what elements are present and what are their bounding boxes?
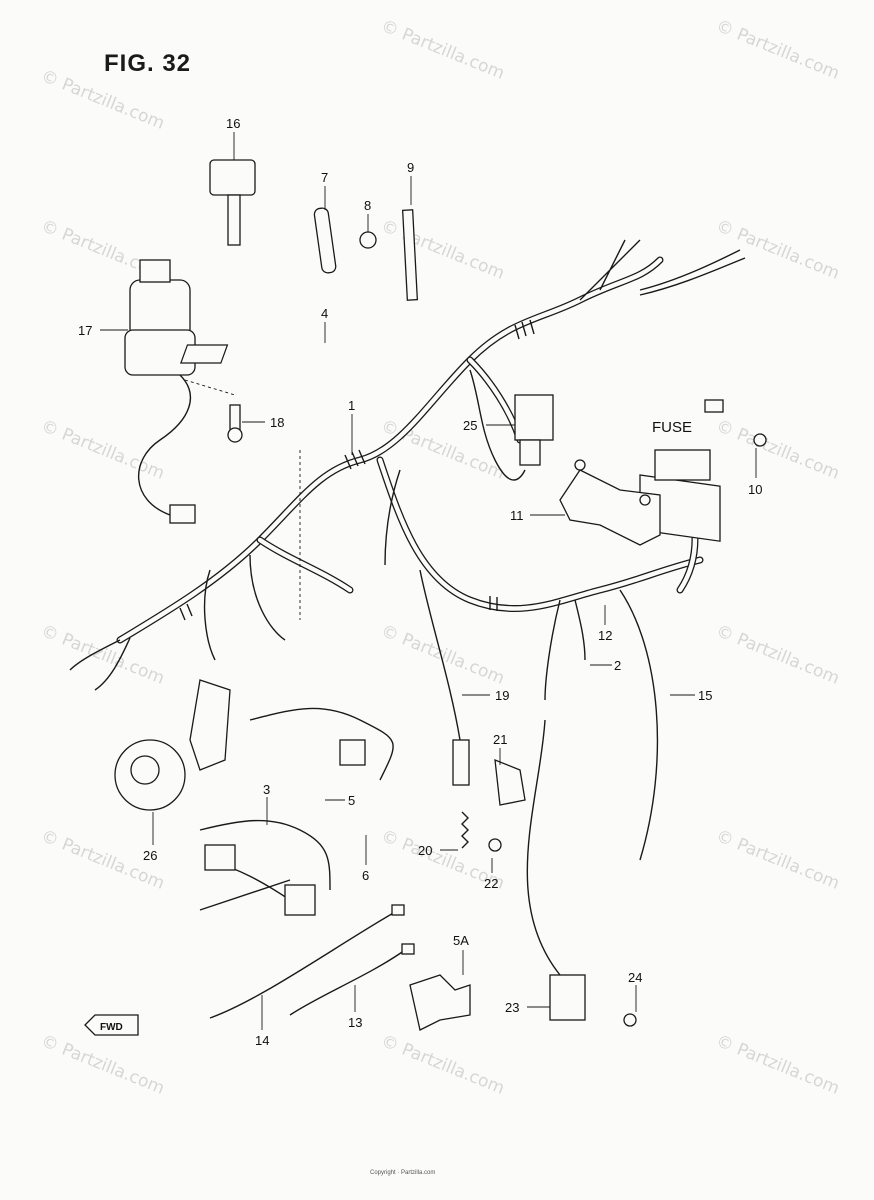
watermark: © Partzilla.com — [713, 16, 842, 84]
watermark: © Partzilla.com — [38, 66, 167, 134]
callout-label: 5A — [453, 933, 469, 948]
watermark: © Partzilla.com — [378, 1031, 507, 1099]
horn — [114, 679, 231, 811]
callout-label: 13 — [348, 1015, 362, 1030]
watermark: © Partzilla.com — [38, 621, 167, 689]
watermark: © Partzilla.com — [38, 1031, 167, 1099]
callout-label: 25 — [463, 418, 477, 433]
ignition-key — [209, 159, 256, 246]
brake-switch — [419, 569, 526, 852]
callout-labels: 16 7 8 9 17 4 18 1 25 10 11 12 2 19 15 2… — [78, 116, 762, 1048]
watermark-layer: © Partzilla.com © Partzilla.com © Partzi… — [38, 16, 842, 1099]
callout-label: 3 — [263, 782, 270, 797]
callout-label: 12 — [598, 628, 612, 643]
callout-label: 22 — [484, 876, 498, 891]
watermark: © Partzilla.com — [378, 621, 507, 689]
callout-label: 6 — [362, 868, 369, 883]
forward-arrow-icon: FWD — [84, 1014, 139, 1036]
callout-label: 15 — [698, 688, 712, 703]
small-parts — [179, 207, 419, 443]
bracket — [409, 974, 471, 1031]
fuse-box-label: FUSE — [652, 419, 692, 436]
reference-lines — [184, 379, 301, 620]
callout-label: 17 — [78, 323, 92, 338]
callout-label: 9 — [407, 160, 414, 175]
callout-label: 4 — [321, 306, 328, 321]
harness-bracket — [559, 459, 661, 546]
callout-label: 14 — [255, 1033, 269, 1048]
copyright-footer: Copyright · Partzilla.com — [370, 1170, 436, 1176]
relay — [514, 394, 554, 466]
watermark: © Partzilla.com — [713, 416, 842, 484]
figure-title: FIG. 32 — [104, 50, 192, 77]
callout-label: 21 — [493, 732, 507, 747]
callout-label: 20 — [418, 843, 432, 858]
leader-lines — [100, 132, 757, 1030]
flasher-unit — [526, 589, 659, 1027]
watermark: © Partzilla.com — [378, 416, 507, 484]
ignition-switch — [124, 259, 196, 524]
watermark: © Partzilla.com — [713, 621, 842, 689]
callout-label: 5 — [348, 793, 355, 808]
callout-label: 11 — [510, 508, 524, 523]
callout-label: 18 — [270, 415, 284, 430]
callout-label: 19 — [495, 688, 509, 703]
forward-arrow-label: FWD — [100, 1022, 123, 1033]
watermark: © Partzilla.com — [378, 216, 507, 284]
callout-label: 2 — [614, 658, 621, 673]
watermark: © Partzilla.com — [713, 1031, 842, 1099]
callout-label: 23 — [505, 1000, 519, 1015]
callout-label: 1 — [348, 398, 355, 413]
callout-label: 16 — [226, 116, 240, 131]
leads — [209, 904, 415, 1019]
watermark: © Partzilla.com — [378, 16, 507, 84]
callout-label: 26 — [143, 848, 157, 863]
callout-label: 24 — [628, 970, 642, 985]
watermark: © Partzilla.com — [713, 826, 842, 894]
watermark: © Partzilla.com — [713, 216, 842, 284]
callout-label: 8 — [364, 198, 371, 213]
callout-label: 10 — [748, 482, 762, 497]
sub-harness — [199, 707, 394, 916]
callout-label: 7 — [321, 170, 328, 185]
